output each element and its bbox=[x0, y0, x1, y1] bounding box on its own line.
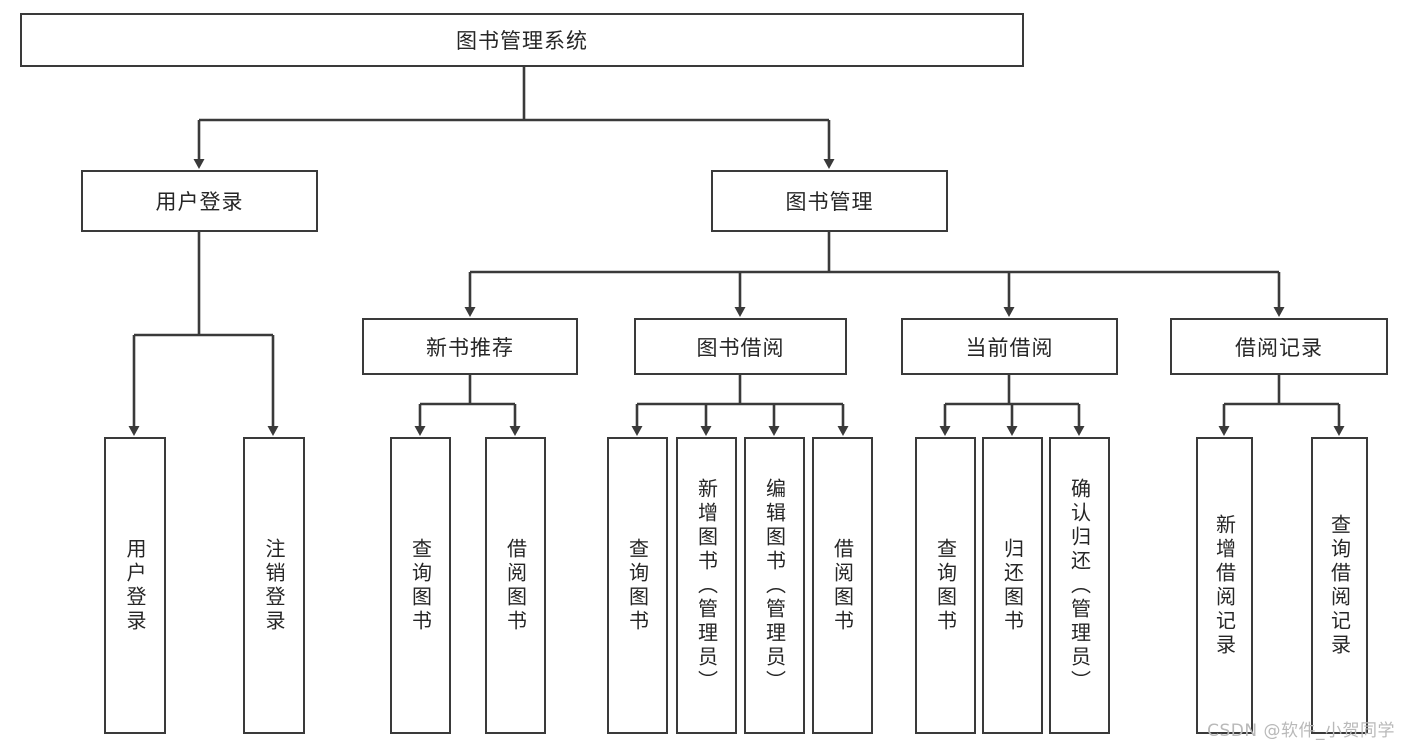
leaf-record-query[interactable]: 查询借阅记录 bbox=[1311, 437, 1368, 734]
leaf-user-login-label: 用户登录 bbox=[123, 537, 147, 634]
leaf-current-confirm-return-label: 确认归还（管理员） bbox=[1067, 477, 1092, 694]
leaf-record-query-label: 查询借阅记录 bbox=[1327, 513, 1352, 658]
leaf-user-logout[interactable]: 注销登录 bbox=[243, 437, 305, 734]
leaf-new-query-book-label: 查询图书 bbox=[408, 537, 433, 634]
leaf-current-return-book[interactable]: 归还图书 bbox=[982, 437, 1043, 734]
leaf-current-return-book-label: 归还图书 bbox=[1000, 537, 1025, 634]
node-root-label: 图书管理系统 bbox=[456, 29, 588, 53]
node-book-borrow-label: 图书借阅 bbox=[696, 335, 785, 360]
leaf-user-logout-label: 注销登录 bbox=[262, 537, 286, 634]
node-borrow-records-label: 借阅记录 bbox=[1235, 335, 1323, 360]
leaf-record-add-label: 新增借阅记录 bbox=[1212, 513, 1237, 658]
leaf-new-borrow-book-label: 借阅图书 bbox=[503, 537, 528, 634]
leaf-user-login[interactable]: 用户登录 bbox=[104, 437, 166, 734]
node-user-login-label: 用户登录 bbox=[155, 190, 244, 214]
node-borrow-records[interactable]: 借阅记录 bbox=[1170, 318, 1388, 375]
leaf-borrow-query-book[interactable]: 查询图书 bbox=[607, 437, 668, 734]
node-book-management-label: 图书管理 bbox=[785, 190, 874, 214]
leaf-borrow-lend-book-label: 借阅图书 bbox=[830, 537, 855, 634]
leaf-borrow-lend-book[interactable]: 借阅图书 bbox=[812, 437, 873, 734]
node-book-management[interactable]: 图书管理 bbox=[711, 170, 948, 232]
node-new-book-recommend[interactable]: 新书推荐 bbox=[362, 318, 578, 375]
leaf-current-confirm-return[interactable]: 确认归还（管理员） bbox=[1049, 437, 1110, 734]
leaf-borrow-edit-book-label: 编辑图书（管理员） bbox=[762, 477, 787, 694]
node-current-borrow[interactable]: 当前借阅 bbox=[901, 318, 1118, 375]
leaf-current-query-book-label: 查询图书 bbox=[933, 537, 958, 634]
leaf-new-borrow-book[interactable]: 借阅图书 bbox=[485, 437, 546, 734]
node-user-login[interactable]: 用户登录 bbox=[81, 170, 318, 232]
leaf-borrow-add-book-label: 新增图书（管理员） bbox=[694, 477, 719, 694]
leaf-record-add[interactable]: 新增借阅记录 bbox=[1196, 437, 1253, 734]
leaf-current-query-book[interactable]: 查询图书 bbox=[915, 437, 976, 734]
node-book-borrow[interactable]: 图书借阅 bbox=[634, 318, 847, 375]
leaf-borrow-query-book-label: 查询图书 bbox=[625, 537, 650, 634]
leaf-borrow-edit-book[interactable]: 编辑图书（管理员） bbox=[744, 437, 805, 734]
leaf-new-query-book[interactable]: 查询图书 bbox=[390, 437, 451, 734]
node-root[interactable]: 图书管理系统 bbox=[20, 13, 1024, 67]
node-new-book-recommend-label: 新书推荐 bbox=[426, 335, 514, 360]
node-current-borrow-label: 当前借阅 bbox=[965, 335, 1054, 360]
leaf-borrow-add-book[interactable]: 新增图书（管理员） bbox=[676, 437, 737, 734]
